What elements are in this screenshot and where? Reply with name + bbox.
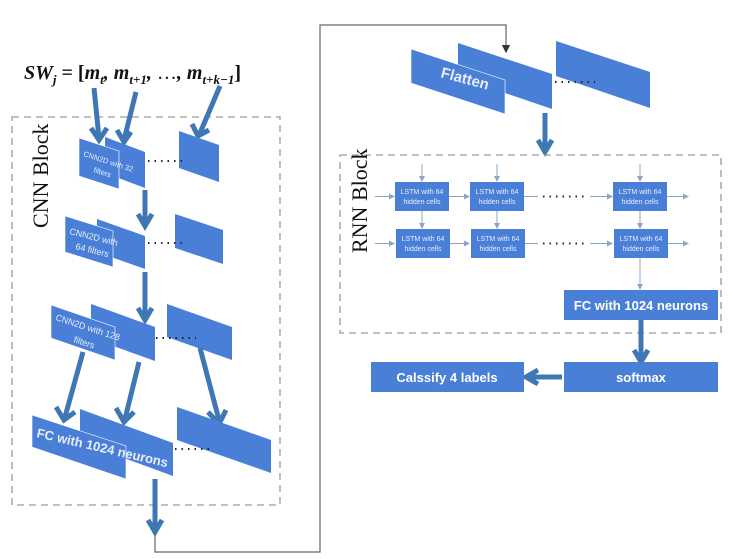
slab-last xyxy=(167,304,232,360)
slab-front xyxy=(31,414,127,480)
lstm-label-line2: hidden cells xyxy=(404,199,441,206)
slab-last xyxy=(175,214,223,264)
input-arrow-1 xyxy=(91,87,102,139)
lstm-cell-rect xyxy=(613,182,667,211)
arrow-conv1-conv2 xyxy=(135,190,155,231)
flatten-layer: Flatten xyxy=(410,41,650,115)
lstm-label-line1: LSTM with 64 xyxy=(402,236,445,243)
rnn-block-border xyxy=(339,154,722,334)
lstm-cell: LSTM with 64 hidden cells xyxy=(471,229,525,258)
lstm-cell-rect xyxy=(395,182,449,211)
rnn-fc-rect xyxy=(564,290,718,320)
input-arrow-3-head2 xyxy=(189,122,211,140)
lstm-label-line2: hidden cells xyxy=(479,199,516,206)
softmax-rect xyxy=(564,362,718,392)
slab-last xyxy=(179,131,219,182)
rnn-fc-label: FC with 1024 neurons xyxy=(574,298,708,313)
lstm-cell: LSTM with 64 hidden cells xyxy=(614,229,668,258)
lstm-cell-rect xyxy=(396,229,450,258)
formula-item-3-sub: t+k−1 xyxy=(202,72,234,87)
cnn-layer-128-filters: CNN2D with 128 filters xyxy=(50,304,232,361)
lstm-cell: LSTM with 64 hidden cells xyxy=(613,182,667,211)
input-formula: SWj = [mt, mt+1, …, mt+k−1] xyxy=(24,62,241,87)
slab-back xyxy=(80,409,173,476)
slab-front xyxy=(78,137,120,190)
classify-box: Calssify 4 labels xyxy=(371,362,524,392)
input-arrow-3-head xyxy=(114,128,134,147)
lstm-cell: LSTM with 64 hidden cells xyxy=(470,182,524,211)
softmax-box: softmax xyxy=(564,362,718,392)
lstm-cell-rect xyxy=(471,229,525,258)
lstm-cell: LSTM with 64 hidden cells xyxy=(396,229,450,258)
lstm-cell: LSTM with 64 hidden cells xyxy=(395,182,449,211)
cnn-layer-32-filters: CNN2D with 32 filters xyxy=(78,131,219,190)
formula-item-2: … xyxy=(157,62,177,84)
svg-text:SWj = [mt, mt+1, …, mt+k−1]: SWj = [mt, mt+1, …, mt+k−1] xyxy=(24,62,241,87)
arrow-softmax-classify xyxy=(521,367,562,387)
lstm-label-line1: LSTM with 64 xyxy=(620,236,663,243)
lstm-label-line2: hidden cells xyxy=(622,199,659,206)
arrow-flatten-rnn xyxy=(535,113,555,157)
input-arrows xyxy=(88,85,223,147)
slab-front xyxy=(64,215,114,268)
lstm-label-line2: hidden cells xyxy=(405,246,442,253)
formula-item-1-sub: t+1 xyxy=(129,72,147,87)
formula-lhs-sub: j xyxy=(51,72,57,87)
formula-item-0: m xyxy=(85,62,101,84)
slab-back xyxy=(91,304,155,361)
lstm-label-line2: hidden cells xyxy=(480,246,517,253)
formula-item-3: m xyxy=(187,62,203,84)
softmax-label: softmax xyxy=(616,370,667,385)
slab-last xyxy=(177,407,271,473)
formula-item-1: m xyxy=(114,62,130,84)
lstm-label-line1: LSTM with 64 xyxy=(619,189,662,196)
input-arrow-1-head xyxy=(88,126,110,145)
cnn-block-label: CNN Block xyxy=(28,124,53,229)
cnn-block-border xyxy=(11,116,281,506)
formula-lhs: SW xyxy=(24,62,54,84)
slab-back xyxy=(458,43,552,109)
formula-close: ] xyxy=(234,62,241,84)
input-arrow-3 xyxy=(197,85,223,134)
slab-front xyxy=(410,48,506,115)
arrow-fc-softmax xyxy=(631,320,651,367)
classify-rect xyxy=(371,362,524,392)
formula-item-0-sub: t xyxy=(100,72,104,87)
cnn-layer-64-filters: CNN2D with 64 filters xyxy=(64,214,223,269)
lstm-cell-rect xyxy=(470,182,524,211)
formula-eq: = [ xyxy=(57,62,85,84)
lstm-cell-rect xyxy=(614,229,668,258)
input-arrow-2 xyxy=(121,91,139,141)
rnn-fc-box: FC with 1024 neurons xyxy=(564,290,718,320)
arrow-conv2-conv3 xyxy=(135,272,155,325)
lstm-label-line2: hidden cells xyxy=(623,246,660,253)
lstm-label-line1: LSTM with 64 xyxy=(476,189,519,196)
classify-label: Calssify 4 labels xyxy=(396,370,497,385)
connector-cnn-to-flatten xyxy=(154,24,511,553)
slab-front xyxy=(50,304,116,361)
lstm-label-line1: LSTM with 64 xyxy=(401,189,444,196)
slab-last xyxy=(556,41,650,108)
rnn-block-label: RNN Block xyxy=(347,149,372,254)
lstm-label-line1: LSTM with 64 xyxy=(477,236,520,243)
